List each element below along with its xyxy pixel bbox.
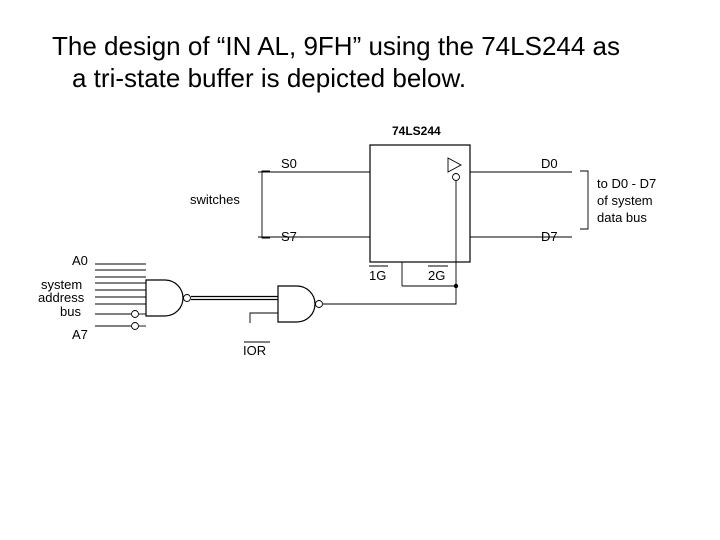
- dbus-label-3: data bus: [597, 210, 647, 225]
- dbus-label-2: of system: [597, 193, 653, 208]
- addr-label-3: bus: [60, 304, 81, 319]
- chip-label: 74LS244: [392, 124, 441, 138]
- pin-2g: 2G: [428, 268, 445, 283]
- ior-label: IOR: [243, 343, 266, 358]
- pin-s0: S0: [281, 156, 297, 171]
- pin-1g: 1G: [369, 268, 386, 283]
- addr-label-1: system: [41, 277, 82, 292]
- nand-gate-1-bubble: [183, 294, 191, 302]
- switches-bracket: [261, 170, 270, 239]
- a6-invert-bubble: [131, 322, 139, 330]
- slide-heading: The design of “IN AL, 9FH” using the 74L…: [52, 30, 692, 94]
- dbus-label-1: to D0 - D7: [597, 176, 656, 191]
- pin-d7: D7: [541, 229, 558, 244]
- buffer-triangle: [447, 157, 462, 173]
- ior-wire: [249, 312, 278, 323]
- nand-gate-1: [145, 279, 184, 317]
- nand-gate-2-bubble: [315, 300, 323, 308]
- heading-line-2: a tri-state buffer is depicted below.: [72, 63, 467, 93]
- chip-74ls244-box: [369, 144, 471, 263]
- buffer-enable-bubble: [452, 173, 460, 181]
- a5-invert-bubble: [131, 310, 139, 318]
- pin-s7: S7: [281, 229, 297, 244]
- addr-label-2: address: [38, 290, 85, 305]
- heading-line-1: The design of “IN AL, 9FH” using the 74L…: [52, 31, 621, 61]
- address-bus-lines: [95, 263, 146, 327]
- gate2-output-wire: [323, 286, 457, 305]
- data-bus-bracket: [580, 170, 589, 230]
- switches-label: switches: [190, 192, 240, 207]
- addr-a7: A7: [72, 327, 88, 342]
- nand-gate-2: [277, 285, 316, 323]
- pin-d0: D0: [541, 156, 558, 171]
- addr-a0: A0: [72, 253, 88, 268]
